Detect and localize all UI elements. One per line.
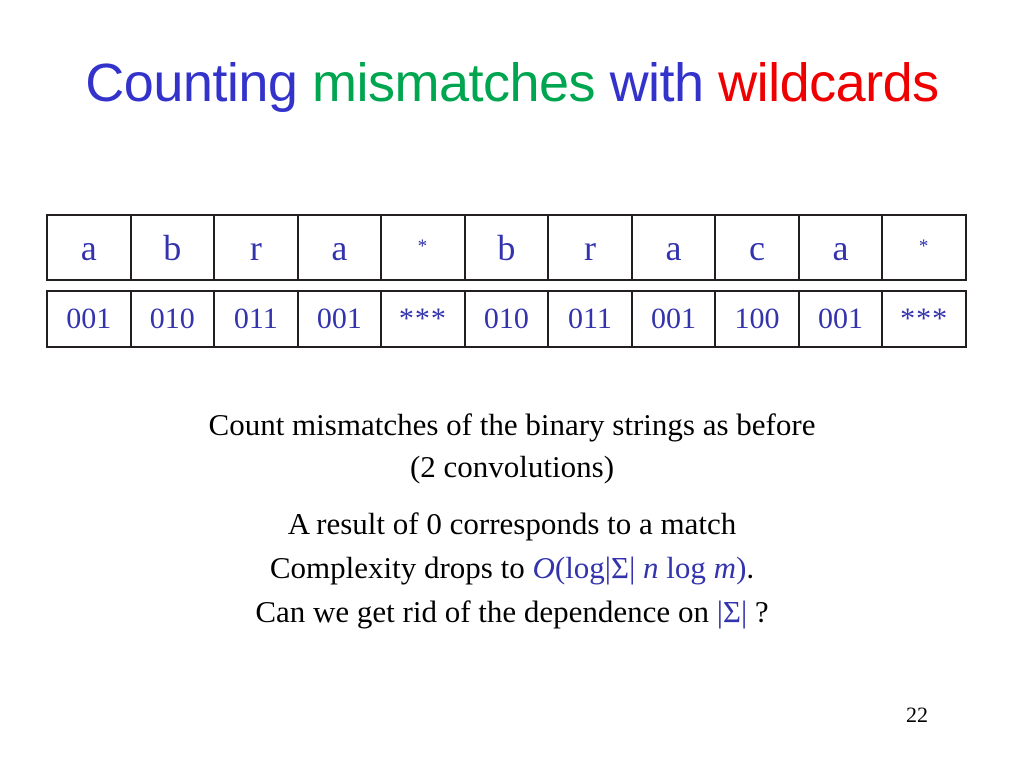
body-line-5: Can we get rid of the dependence on |Σ| … xyxy=(0,590,1024,634)
wildcard-glyph: * xyxy=(918,236,930,257)
bits-cell-6: 011 xyxy=(547,290,633,348)
letter-cell-3: a xyxy=(296,214,383,281)
letter-cell-7: a xyxy=(630,214,717,281)
bits-cell-10-wildcard: *** xyxy=(881,290,967,348)
page-title: Counting mismatches with wildcards xyxy=(0,52,1024,114)
body-line-1: Count mismatches of the binary strings a… xyxy=(208,407,816,442)
formula-log: log xyxy=(658,550,714,585)
wildcard-glyph: *** xyxy=(900,302,949,335)
question-prefix: Can we get rid of the dependence on xyxy=(255,594,717,629)
body-line-2: (2 convolutions) xyxy=(409,449,615,484)
bits-cell-0: 001 xyxy=(46,290,132,348)
body-line-3: A result of 0 corresponds to a match xyxy=(287,506,737,541)
letter-cell-8: c xyxy=(714,214,800,281)
letter-cell-0: a xyxy=(46,214,132,281)
title-space-3 xyxy=(704,53,719,113)
binary-strip-table: 001 010 011 001 *** 010 011 001 100 001 … xyxy=(46,290,967,348)
title-word-counting: Counting xyxy=(85,53,298,113)
letter-cell-4-wildcard: * xyxy=(380,214,466,281)
formula-sigma: Σ xyxy=(611,550,630,585)
bits-cell-9: 001 xyxy=(797,290,884,348)
bits-cell-3: 001 xyxy=(296,290,383,348)
title-word-mismatches: mismatches xyxy=(311,53,596,113)
formula-open-log: (log| xyxy=(554,550,612,585)
bits-cell-7: 001 xyxy=(630,290,717,348)
body-spacer xyxy=(0,488,1024,502)
letter-cell-10-wildcard: * xyxy=(881,214,967,281)
title-space-1 xyxy=(297,53,312,113)
wildcard-glyph: * xyxy=(417,236,429,257)
complexity-suffix: . xyxy=(746,550,755,585)
formula-mid-bar: | xyxy=(629,550,644,585)
wildcard-glyph: *** xyxy=(398,302,447,335)
formula-close-paren: ) xyxy=(736,550,747,585)
formula-big-o: O xyxy=(532,550,555,585)
bits-cell-5: 010 xyxy=(463,290,550,348)
letter-cell-6: r xyxy=(547,214,633,281)
bits-cell-2: 011 xyxy=(213,290,299,348)
letter-cell-9: a xyxy=(797,214,884,281)
letter-cell-1: b xyxy=(129,214,216,281)
bits-cell-4-wildcard: *** xyxy=(380,290,466,348)
title-word-wildcards: wildcards xyxy=(718,53,939,113)
formula-m: m xyxy=(713,550,737,585)
title-space-2 xyxy=(595,53,610,113)
question-sigma: |Σ| xyxy=(716,594,748,629)
bits-cell-8: 100 xyxy=(714,290,800,348)
table-row: 001 010 011 001 *** 010 011 001 100 001 … xyxy=(46,290,967,348)
letters-strip-table: a b r a * b r a c a * xyxy=(46,214,967,281)
body-line-4: Complexity drops to O(log|Σ| n log m). xyxy=(0,546,1024,590)
letter-cell-2: r xyxy=(213,214,299,281)
question-suffix: ? xyxy=(747,594,769,629)
bits-cell-1: 010 xyxy=(129,290,216,348)
table-row: a b r a * b r a c a * xyxy=(46,214,967,281)
title-word-with: with xyxy=(609,53,705,113)
letter-cell-5: b xyxy=(463,214,550,281)
formula-n: n xyxy=(643,550,659,585)
slide-page-number: 22 xyxy=(906,702,928,727)
complexity-formula: O(log|Σ| n log m) xyxy=(532,550,746,585)
complexity-prefix: Complexity drops to xyxy=(269,550,533,585)
body-text-block: Count mismatches of the binary strings a… xyxy=(0,404,1024,634)
